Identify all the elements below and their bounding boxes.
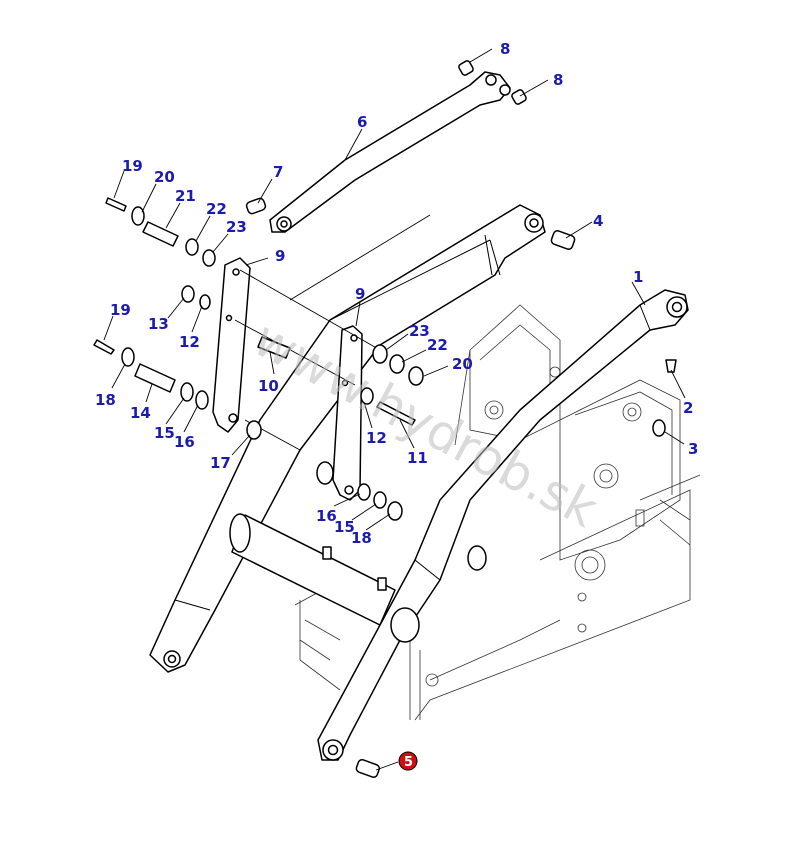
plate-9-left — [212, 257, 251, 433]
callouts: 8 8 6 19 20 7 21 22 4 23 9 1 9 19 13 23 … — [95, 40, 698, 771]
callout-18-right: 18 — [351, 529, 372, 547]
callout-2: 2 — [683, 399, 693, 417]
callout-12-right: 12 — [366, 429, 387, 447]
callout-17: 17 — [210, 454, 231, 472]
callout-22-right: 22 — [427, 336, 448, 354]
callout-12-left: 12 — [179, 333, 200, 351]
callout-14: 14 — [130, 404, 151, 422]
callout-23-right: 23 — [409, 322, 430, 340]
callout-22-top: 22 — [206, 200, 227, 218]
callout-5-highlight — [398, 751, 418, 771]
callout-9-right: 9 — [355, 285, 365, 303]
callout-20-top: 20 — [154, 168, 175, 186]
callout-21: 21 — [175, 187, 196, 205]
callout-7: 7 — [273, 163, 283, 181]
callout-10: 10 — [258, 377, 279, 395]
callout-13: 13 — [148, 315, 169, 333]
callout-9-left: 9 — [275, 247, 285, 265]
callout-4: 4 — [593, 212, 603, 230]
right-boom-arm — [317, 289, 689, 761]
callout-8-right: 8 — [553, 71, 563, 89]
callout-3: 3 — [688, 440, 698, 458]
callout-15-left: 15 — [154, 424, 175, 442]
callout-16-right: 16 — [316, 507, 337, 525]
callout-18-left: 18 — [95, 391, 116, 409]
link-6 — [269, 71, 511, 233]
callout-19-lower: 19 — [110, 301, 131, 319]
plate-9-right — [332, 325, 363, 501]
callout-16-left: 16 — [174, 433, 195, 451]
callout-6: 6 — [357, 113, 367, 131]
callout-8-top: 8 — [500, 40, 510, 58]
left-boom-arm — [149, 204, 546, 673]
callout-15-right: 15 — [334, 518, 355, 536]
callout-20-right: 20 — [452, 355, 473, 373]
callout-1: 1 — [633, 268, 643, 286]
callout-5: 5 — [404, 755, 413, 770]
callout-19-top: 19 — [122, 157, 143, 175]
callout-11: 11 — [407, 449, 428, 467]
chassis-frame — [294, 304, 701, 721]
callout-23-top: 23 — [226, 218, 247, 236]
leader-lines — [103, 48, 686, 771]
small-parts — [93, 60, 677, 778]
